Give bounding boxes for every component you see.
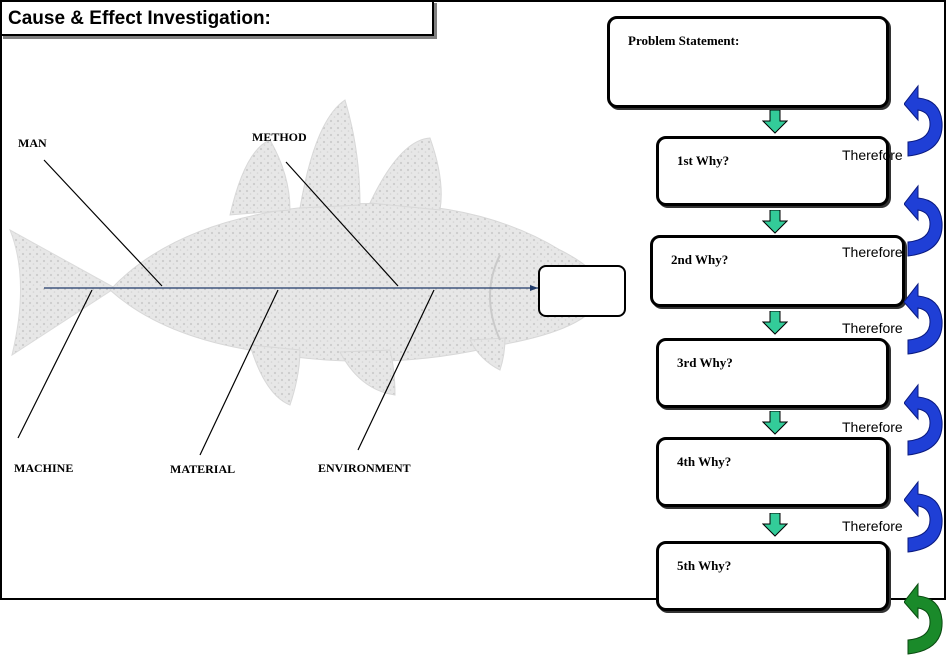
why-box-2: 2nd Why? <box>650 235 905 307</box>
curved-arrow-icon <box>904 480 943 553</box>
curved-arrow-icon <box>904 383 943 456</box>
therefore-label-2: Therefore <box>842 244 903 260</box>
fishbone-diagram <box>9 99 602 456</box>
therefore-label-5: Therefore <box>842 518 903 534</box>
bone-material <box>199 289 279 456</box>
why-label-1: 1st Why? <box>677 153 730 168</box>
why-label-2: 2nd Why? <box>671 252 729 267</box>
down-arrow-icon <box>762 411 788 435</box>
down-arrow-icon <box>762 311 788 335</box>
why-label-3: 3rd Why? <box>677 355 733 370</box>
bone-machine <box>17 289 93 439</box>
why-box-1: 1st Why? <box>656 136 889 206</box>
fish-watermark <box>9 99 602 406</box>
why-box-3: 3rd Why? <box>656 338 889 408</box>
problem-statement-box: Problem Statement: <box>607 16 889 108</box>
why-box-4: 4th Why? <box>656 437 889 507</box>
curved-arrow-icon <box>904 282 943 355</box>
label-machine: MACHINE <box>14 461 74 475</box>
label-man: MAN <box>18 136 47 150</box>
down-arrow-icon <box>762 110 788 134</box>
therefore-label-3: Therefore <box>842 320 903 336</box>
fish-head-effect-box <box>538 265 626 317</box>
bone-environment <box>357 289 435 451</box>
down-arrow-icon <box>762 210 788 234</box>
why-box-5: 5th Why? <box>656 541 889 611</box>
title-box: Cause & Effect Investigation: <box>0 0 434 36</box>
down-arrow-icon <box>762 513 788 537</box>
why-label-4: 4th Why? <box>677 454 732 469</box>
problem-statement-label: Problem Statement: <box>628 33 740 48</box>
green-curved-arrow-icon <box>904 582 943 655</box>
curved-arrow-icon <box>904 184 943 257</box>
spine-arrowhead <box>530 285 538 291</box>
therefore-label-4: Therefore <box>842 419 903 435</box>
bone-man <box>43 159 163 287</box>
why-label-5: 5th Why? <box>677 558 732 573</box>
curved-arrow-icon <box>904 84 943 157</box>
therefore-label-1: Therefore <box>842 147 903 163</box>
label-environment: ENVIRONMENT <box>318 461 411 475</box>
label-method: METHOD <box>252 130 307 144</box>
bone-method <box>285 161 399 287</box>
label-material: MATERIAL <box>170 462 236 476</box>
diagram-frame <box>0 0 946 600</box>
page-title: Cause & Effect Investigation: <box>8 8 271 29</box>
